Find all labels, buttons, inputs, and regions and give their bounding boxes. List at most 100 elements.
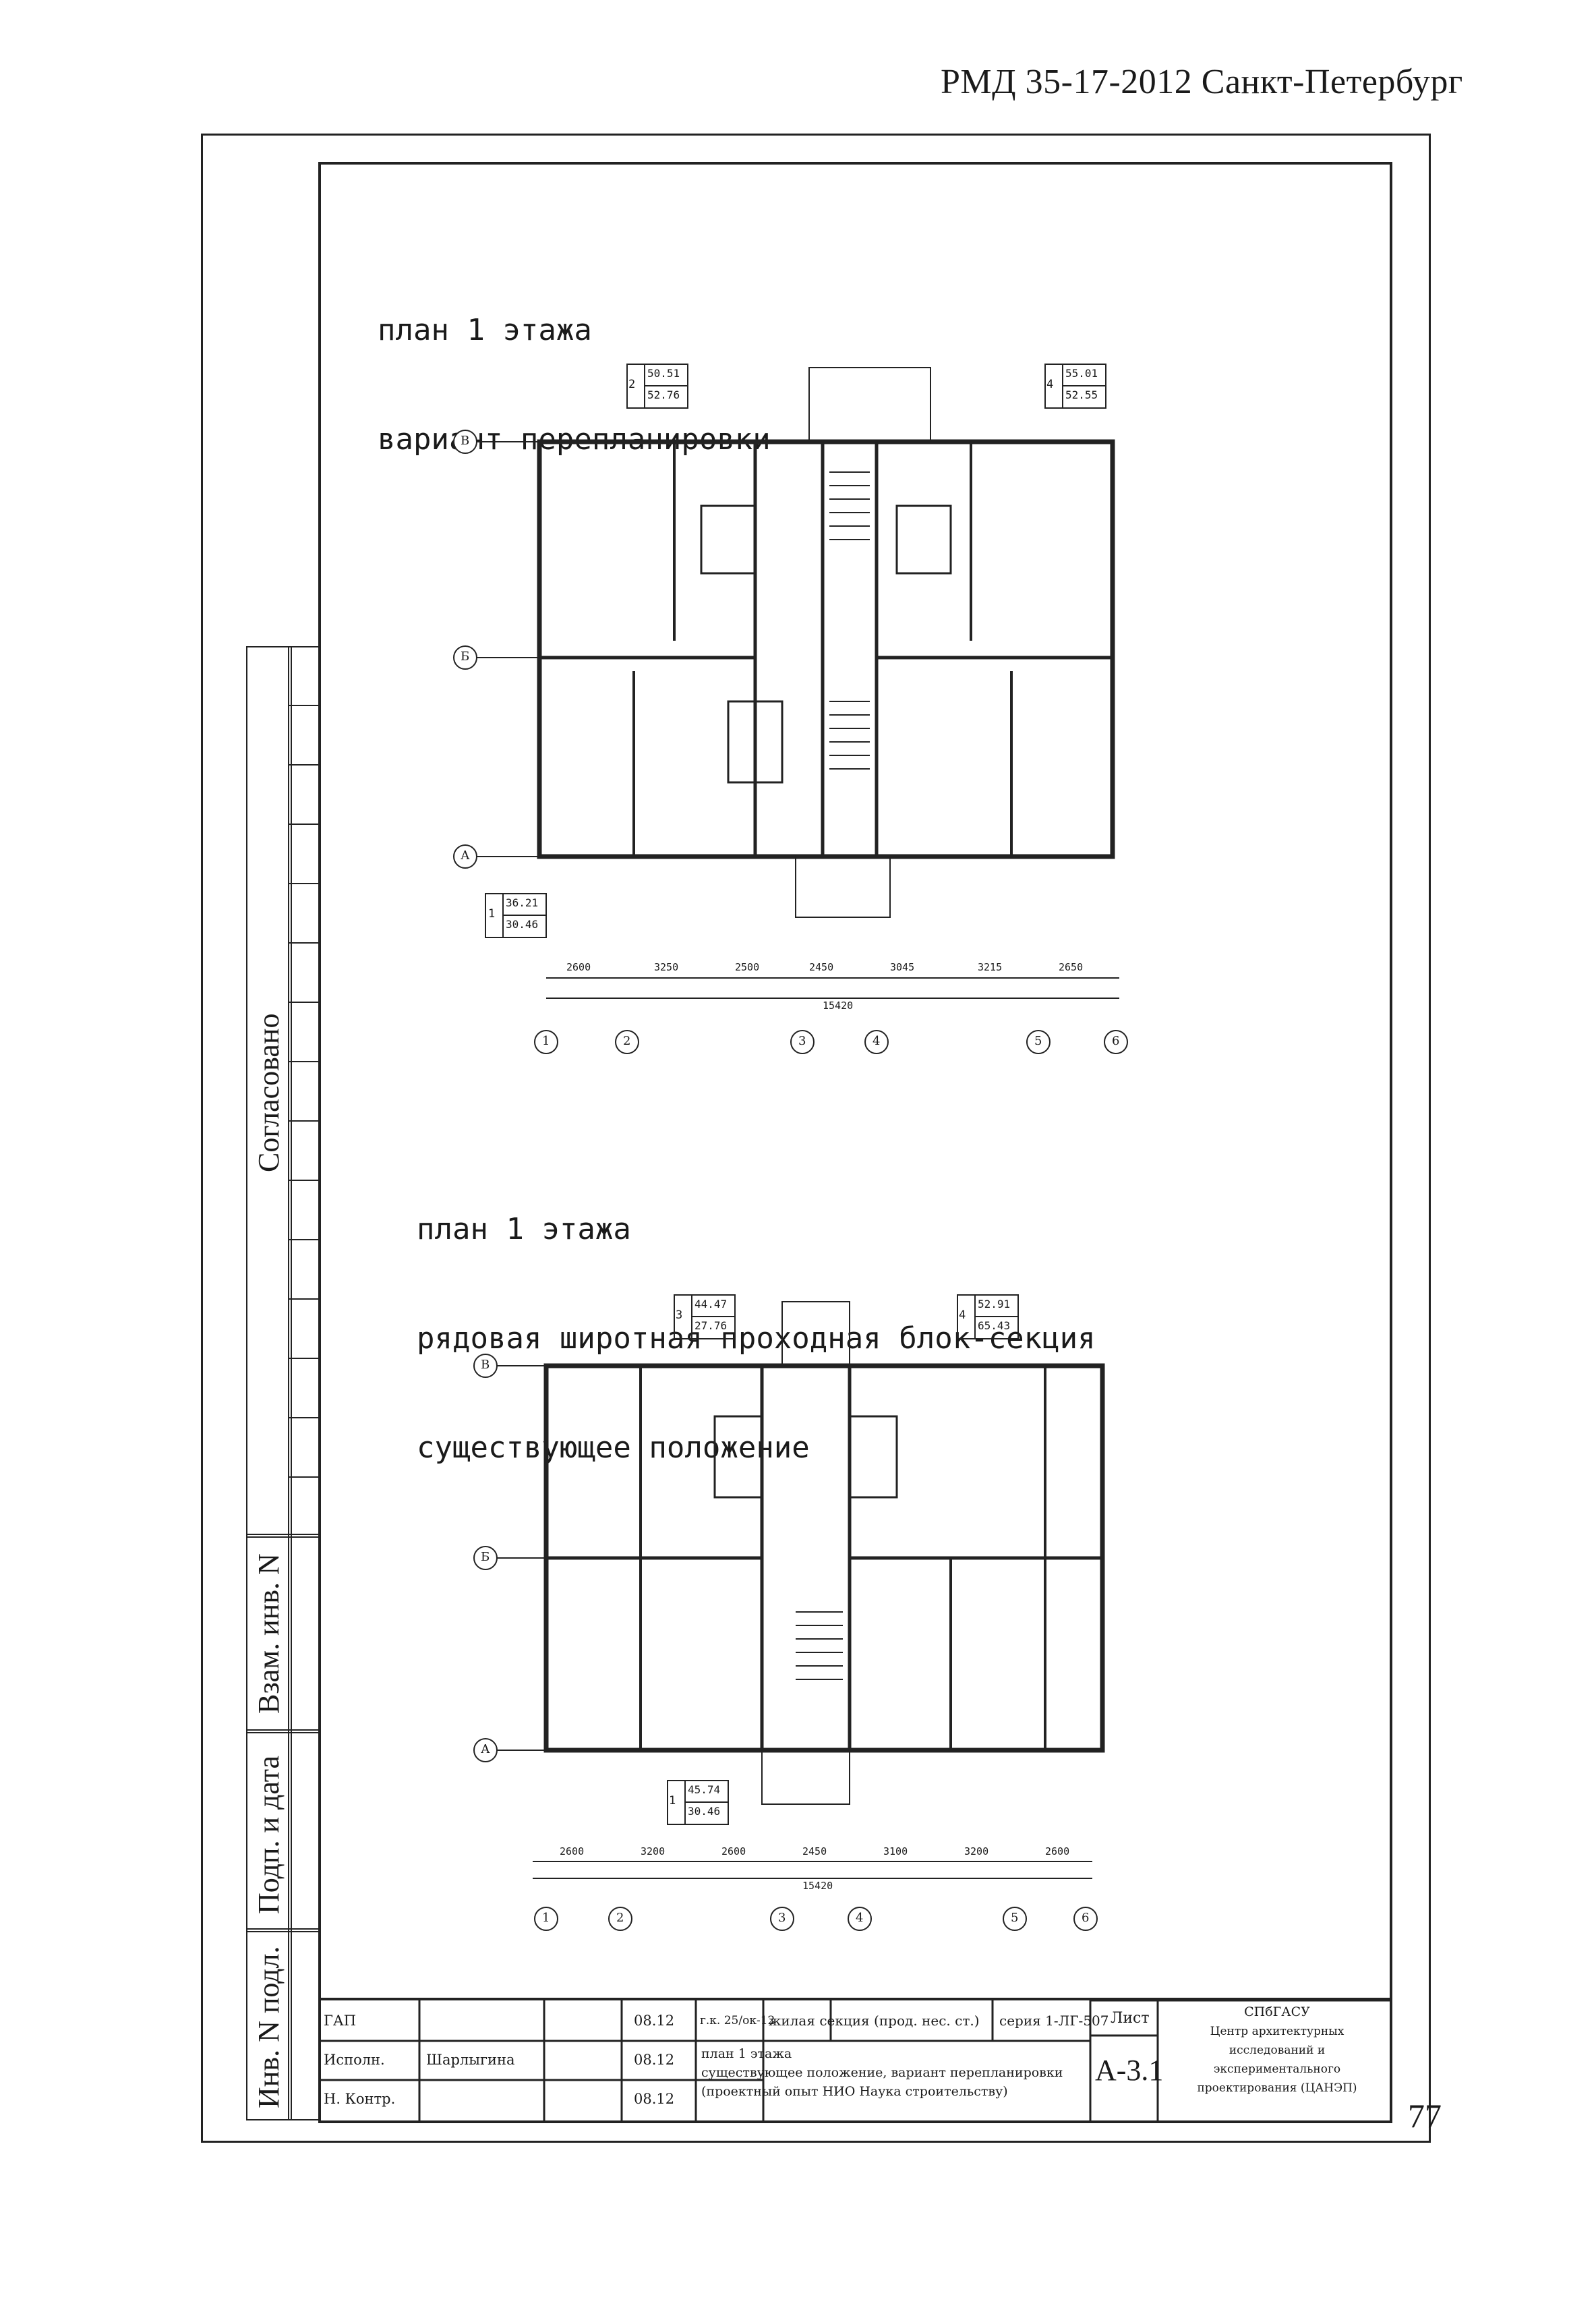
axis-label-1: 1 [542, 1034, 550, 1048]
tb-org-line1: СПбГАСУ [1244, 2004, 1310, 2019]
b-apt-tag-bottom-left-num: 1 [669, 1794, 676, 1808]
tb-series: серия 1-ЛГ-507 [999, 2013, 1109, 2029]
dim-2: 3250 [654, 961, 679, 973]
b-apt-tag-top-right-area1: 52.91 [978, 1298, 1011, 1310]
axis-label-4: 4 [873, 1034, 881, 1048]
stamp-cell-inv-original [246, 1928, 292, 2120]
b-axis-label-a: А [481, 1742, 490, 1756]
apt-tag-bottom-left-area2: 30.46 [506, 918, 539, 931]
tb-project-title: жилая секция (прод. нес. ст.) [769, 2013, 980, 2029]
title-block: ГАП 08.12 Исполн. Шарлыгина 08.12 Н. Кон… [318, 1998, 1390, 2120]
dim-7: 2650 [1059, 961, 1084, 973]
stamp-grid-lines [288, 705, 318, 1478]
plan-bottom-heading-line2: рядовая широтная проходная блок-секция [417, 1321, 1096, 1356]
axis-label-2: 2 [623, 1034, 631, 1048]
tb-row2-name: Шарлыгина [426, 2052, 515, 2068]
apt-tag-bottom-left-area1: 36.21 [506, 896, 539, 909]
tb-desc-line2: существующее положение, вариант переплан… [701, 2065, 1063, 2080]
apt-tag-top-left-area1: 50.51 [647, 367, 680, 380]
plan-bottom-heading-line3: существующее положение [417, 1431, 810, 1465]
apt-tag-top-left-num: 2 [628, 378, 636, 391]
b-dim-6: 3200 [964, 1845, 989, 1857]
stamp-cell-approved [246, 646, 292, 1538]
axis-label-a: А [461, 848, 470, 863]
stamp-cell-sign-date [246, 1729, 292, 1932]
b-apt-tag-top-left-area2: 27.76 [694, 1319, 728, 1332]
tb-row2-role: Исполн. [324, 2052, 385, 2068]
tb-row3-date: 08.12 [634, 2091, 675, 2107]
tb-desc-line1: план 1 этажа [701, 2046, 792, 2061]
tb-row3-role: Н. Контр. [324, 2091, 396, 2107]
stamp-inv-original-label: Инв. N подл. [252, 1946, 285, 2109]
b-axis-label-5: 5 [1011, 1911, 1019, 1925]
tb-sheet-label: Лист [1111, 2010, 1150, 2027]
side-stamp: Согласовано Взам. инв. N Подп. и дата Ин… [246, 646, 320, 2120]
tb-desc-line3: (проектный опыт НИО Наука строительству) [701, 2084, 1008, 2099]
apt-tag-top-right-area2: 52.55 [1065, 388, 1098, 401]
apt-tag-bottom-left-num: 1 [488, 907, 496, 921]
b-axis-label-6: 6 [1082, 1911, 1090, 1925]
b-axis-label-4: 4 [856, 1911, 864, 1925]
floor-plan-bottom-drawing [473, 1294, 1105, 1931]
apt-tag-top-right-area1: 55.01 [1065, 367, 1098, 380]
b-dim-4: 2450 [802, 1845, 827, 1857]
tb-row1-role: ГАП [324, 2013, 357, 2029]
tb-org-line3: исследований и [1229, 2044, 1326, 2057]
axis-label-3: 3 [798, 1034, 806, 1048]
tb-org-line4: экспериментального [1213, 2062, 1341, 2076]
stamp-cell-approved-blank [288, 646, 320, 1538]
tb-row2-date: 08.12 [634, 2052, 675, 2068]
axis-label-6: 6 [1112, 1034, 1120, 1048]
b-axis-label-b: Б [481, 1550, 490, 1564]
apt-tag-top-left-area2: 52.76 [647, 388, 680, 401]
dim-3: 2500 [735, 961, 760, 973]
apt-tag-top-right-num: 4 [1046, 378, 1054, 391]
plan-bottom-heading: план 1 этажа рядовая широтная проходная … [417, 1138, 1096, 1503]
floor-plan-top-drawing [453, 364, 1128, 1054]
sheet-outer-frame [201, 134, 1431, 2143]
stamp-interchange-label: Взам. инв. N [252, 1553, 285, 1714]
dim-1: 2600 [566, 961, 591, 973]
b-apt-tag-top-left-num: 3 [676, 1308, 683, 1322]
plan-top-heading-line1: план 1 этажа [378, 313, 592, 347]
total-dim: 15420 [823, 1000, 854, 1012]
b-axis-label-3: 3 [778, 1911, 786, 1925]
tb-project-code: г.к. 25/ок-12 [700, 2014, 775, 2027]
b-total-dim: 15420 [802, 1880, 833, 1892]
tb-org-line2: Центр архитектурных [1210, 2025, 1344, 2038]
b-dim-1: 2600 [560, 1845, 585, 1857]
b-dim-3: 2600 [721, 1845, 746, 1857]
b-axis-label-1: 1 [542, 1911, 550, 1925]
floor-plan-bottom: 3 44.47 27.76 4 52.91 65.43 1 45.74 30.4… [465, 1281, 1140, 1956]
page-number: 77 [1408, 2097, 1442, 2135]
b-apt-tag-bottom-left-area2: 30.46 [688, 1805, 721, 1818]
document-id-header: РМД 35-17-2012 Санкт-Петербург [941, 63, 1463, 101]
floor-plan-top: 2 50.51 52.76 4 55.01 52.55 1 36.21 30.4… [445, 351, 1160, 1066]
dim-4: 2450 [809, 961, 834, 973]
tb-sheet-number: А-3.1 [1095, 2054, 1164, 2087]
stamp-approved-label: Согласовано [252, 1013, 285, 1172]
stamp-sign-date-label: Подп. и дата [252, 1755, 285, 1914]
b-dim-5: 3100 [883, 1845, 908, 1857]
dim-6: 3215 [978, 961, 1003, 973]
axis-label-5: 5 [1034, 1034, 1042, 1048]
b-apt-tag-bottom-left-area1: 45.74 [688, 1783, 721, 1796]
b-apt-tag-top-left-area1: 44.47 [694, 1298, 728, 1310]
stamp-cell-sign-date-blank [288, 1729, 320, 1932]
axis-label-b: Б [461, 649, 470, 664]
dim-5: 3045 [890, 961, 915, 973]
b-dim-2: 3200 [641, 1845, 666, 1857]
title-block-grid [318, 2000, 1390, 2120]
tb-row1-date: 08.12 [634, 2013, 675, 2029]
stamp-cell-interchange-blank [288, 1534, 320, 1733]
b-apt-tag-top-right-num: 4 [959, 1308, 966, 1322]
b-axis-label-2: 2 [616, 1911, 624, 1925]
stamp-cell-interchange [246, 1534, 292, 1733]
b-dim-7: 2600 [1045, 1845, 1070, 1857]
b-apt-tag-top-right-area2: 65.43 [978, 1319, 1011, 1332]
stamp-cell-inv-original-blank [288, 1928, 320, 2120]
sheet-inner-frame [318, 162, 1392, 2123]
plan-bottom-heading-line1: план 1 этажа [417, 1212, 631, 1246]
axis-label-v: В [461, 434, 470, 448]
tb-org-line5: проектирования (ЦАНЭП) [1197, 2081, 1357, 2095]
